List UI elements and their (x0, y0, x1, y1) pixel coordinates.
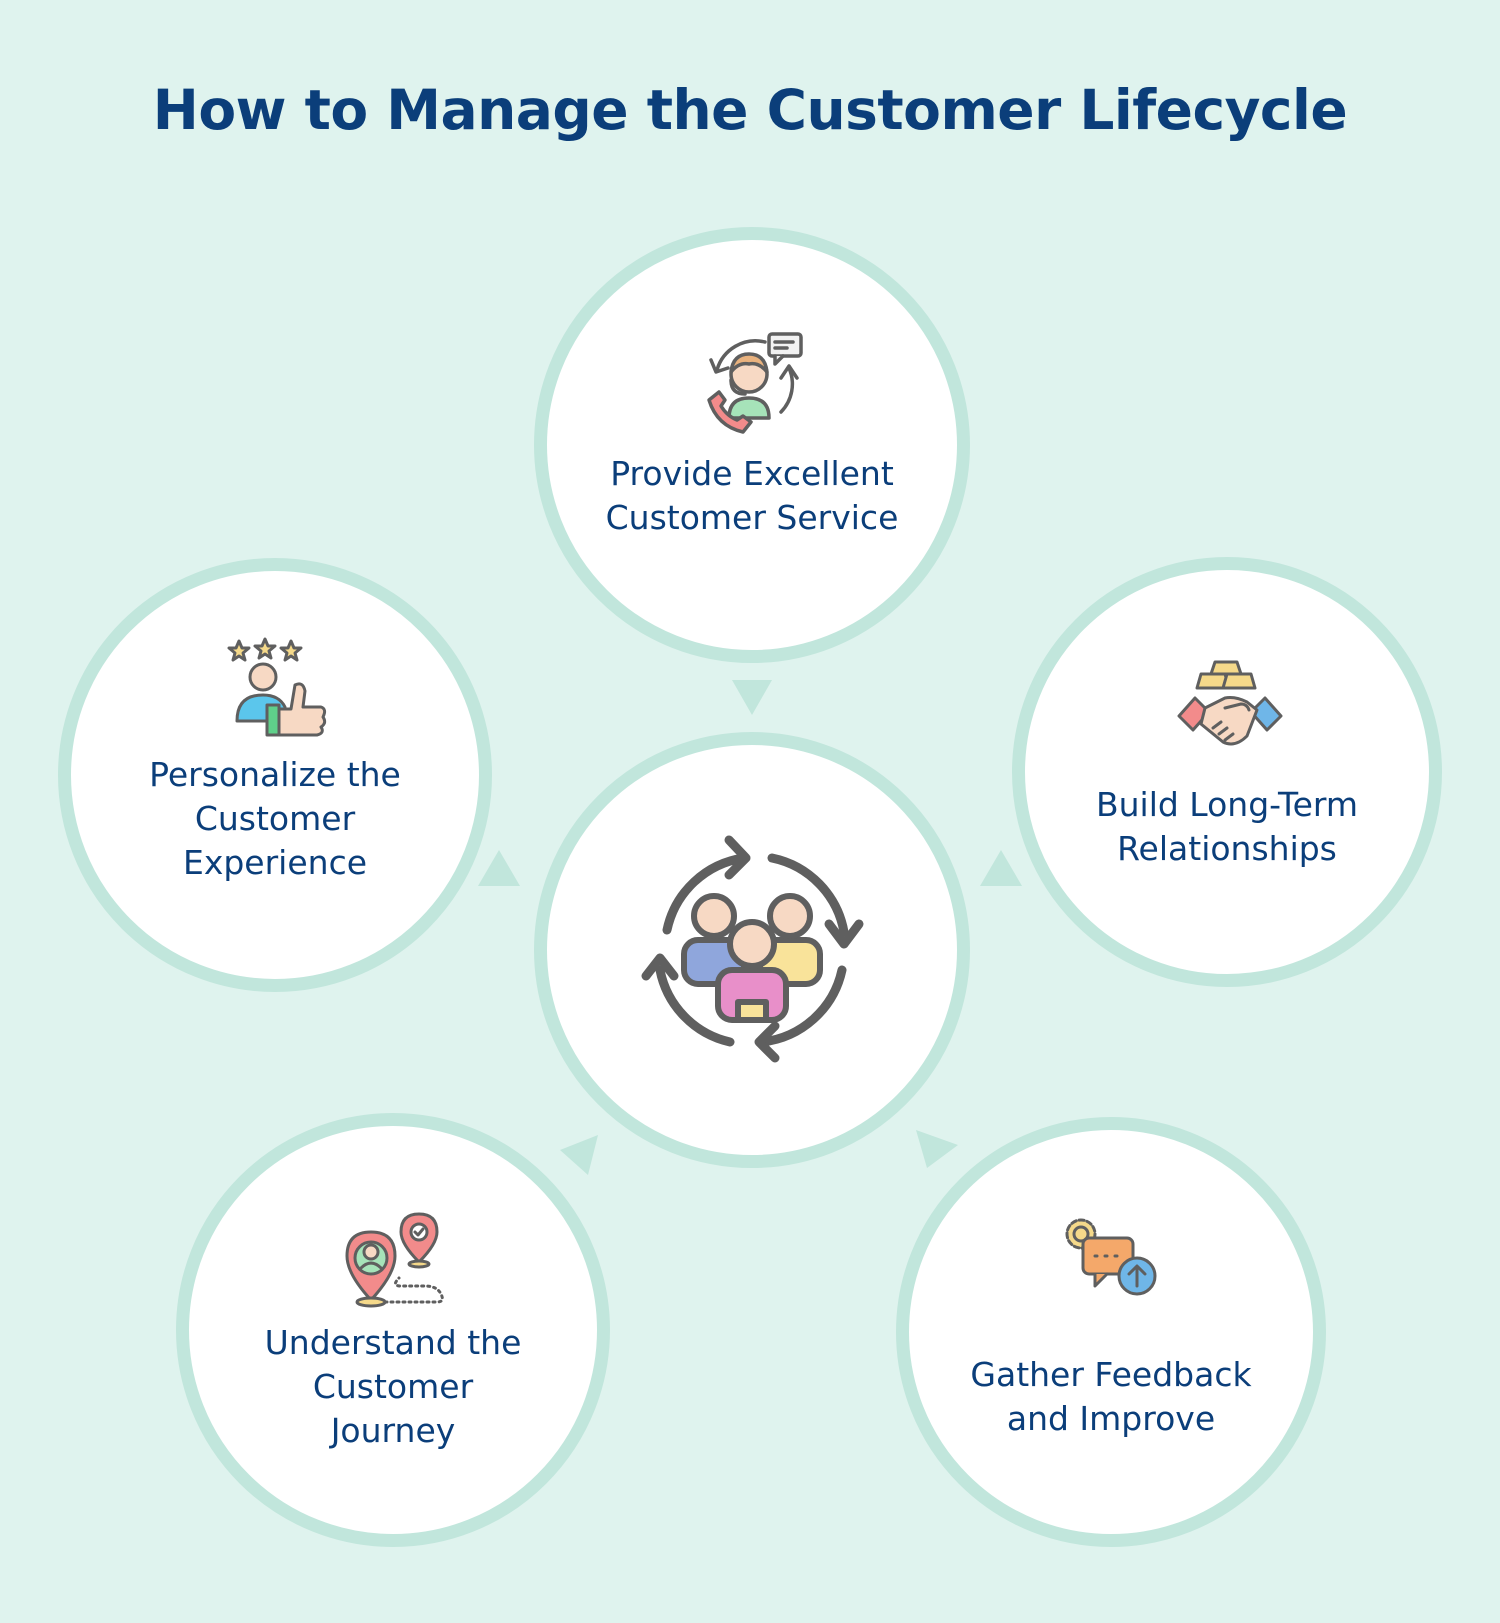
arrow-right-to-bottom-right (916, 1130, 958, 1168)
arrow-bottom-left-to-left (478, 850, 520, 886)
step-gather-feedback-and-improve: Gather Feedback and Improve (896, 1117, 1326, 1547)
arrow-center-to-right (980, 850, 1022, 886)
step-label-line: Journey (330, 1411, 456, 1450)
step-label-line: Customer Service (605, 498, 899, 537)
step-label-line: Build Long-Term (1095, 785, 1359, 824)
page-title: How to Manage the Customer Lifecycle (152, 78, 1348, 142)
step-label: Understand the Customer Journey (189, 1321, 597, 1453)
thumbs-up-rating-icon (227, 637, 327, 737)
feedback-icon (1065, 1218, 1157, 1296)
step-label-line: Experience (182, 843, 368, 882)
step-label-line: and Improve (1006, 1399, 1216, 1438)
step-provide-excellent-customer-service: Provide Excellent Customer Service (534, 227, 970, 663)
step-label-line: Customer (312, 1367, 474, 1406)
center-node (534, 732, 970, 1168)
step-label-line: Understand the (264, 1323, 522, 1362)
arrow-top-to-center (732, 680, 772, 715)
arrow-bottom-right-to-bottom-left (560, 1135, 598, 1175)
step-label: Provide Excellent Customer Service (547, 452, 957, 540)
support-agent-icon (707, 332, 803, 434)
step-personalize-the-customer-experience: Personalize the Customer Experience (58, 558, 492, 992)
step-understand-the-customer-journey: Understand the Customer Journey (176, 1113, 610, 1547)
step-label-line: Customer (194, 799, 356, 838)
step-label: Personalize the Customer Experience (71, 753, 479, 885)
journey-map-icon (345, 1212, 444, 1308)
step-label: Build Long-Term Relationships (1025, 783, 1429, 871)
step-label-line: Provide Excellent (610, 454, 894, 493)
step-label-line: Gather Feedback (970, 1355, 1252, 1394)
step-label-line: Relationships (1117, 829, 1337, 868)
customer-cycle-icon (641, 835, 864, 1063)
step-build-long-term-relationships: Build Long-Term Relationships (1012, 557, 1442, 987)
step-label-line: Personalize the (149, 755, 401, 794)
handshake-icon (1177, 660, 1283, 746)
step-label: Gather Feedback and Improve (909, 1353, 1313, 1441)
